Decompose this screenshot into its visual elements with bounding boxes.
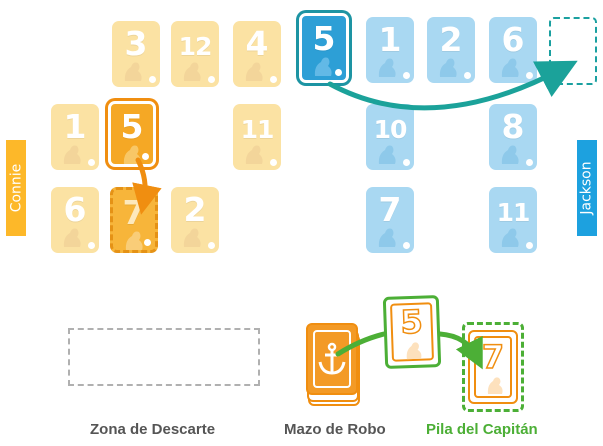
mascot-icon xyxy=(124,62,142,81)
anchor-icon xyxy=(318,342,346,375)
mascot-icon xyxy=(378,58,396,77)
connie-card-11[interactable]: 11 xyxy=(233,104,281,170)
card-dot xyxy=(270,159,277,166)
captain-pile-label: Pila del Capitán xyxy=(426,421,538,438)
mascot-icon xyxy=(406,342,422,360)
player-tab-connie: Connie xyxy=(6,140,26,236)
card-dot xyxy=(526,159,533,166)
mascot-icon xyxy=(314,57,332,76)
mascot-icon xyxy=(125,231,143,250)
mascot-icon xyxy=(501,58,519,77)
jackson-card-6[interactable]: 6 xyxy=(489,17,537,83)
connie-card-3[interactable]: 3 xyxy=(112,21,160,87)
jackson-card-11[interactable]: 11 xyxy=(489,187,537,253)
jackson-card-1[interactable]: 1 xyxy=(366,17,414,83)
jackson-card-10[interactable]: 10 xyxy=(366,104,414,170)
jackson-card-2[interactable]: 2 xyxy=(427,17,475,83)
mascot-icon xyxy=(487,377,503,394)
card-dot xyxy=(88,242,95,249)
drawn-card[interactable]: 5 xyxy=(382,295,442,369)
player-name-connie: Connie xyxy=(8,163,24,213)
mascot-icon xyxy=(123,145,141,164)
captain-pile-card[interactable]: 7 xyxy=(468,330,518,404)
card-dot xyxy=(149,76,156,83)
mascot-icon xyxy=(245,62,263,81)
player-name-jackson: Jackson xyxy=(579,161,595,215)
connie-card-12[interactable]: 12 xyxy=(171,21,219,87)
draw-pile[interactable] xyxy=(306,323,358,395)
mascot-icon xyxy=(183,228,201,247)
jackson-empty-slot[interactable] xyxy=(549,17,597,85)
card-dot xyxy=(335,69,342,76)
mascot-icon xyxy=(63,145,81,164)
card-dot xyxy=(270,76,277,83)
card-dot xyxy=(403,159,410,166)
card-dot xyxy=(208,242,215,249)
connie-card-7-target[interactable]: 7 xyxy=(110,187,158,253)
connie-card-4[interactable]: 4 xyxy=(233,21,281,87)
connie-card-6[interactable]: 6 xyxy=(51,187,99,253)
card-dot xyxy=(88,159,95,166)
discard-zone-label: Zona de Descarte xyxy=(90,421,216,438)
mascot-icon xyxy=(63,228,81,247)
card-dot xyxy=(403,242,410,249)
card-dot xyxy=(464,72,471,79)
connie-card-5-selected[interactable]: 5 xyxy=(108,101,156,167)
player-tab-jackson: Jackson xyxy=(577,140,597,236)
connie-card-1[interactable]: 1 xyxy=(51,104,99,170)
mascot-icon xyxy=(183,62,201,81)
card-dot xyxy=(526,242,533,249)
drawn-card-number: 5 xyxy=(399,302,424,342)
connie-card-2[interactable]: 2 xyxy=(171,187,219,253)
card-dot xyxy=(403,72,410,79)
captain-card-number: 7 xyxy=(481,337,505,377)
card-dot xyxy=(526,72,533,79)
jackson-card-5-selected[interactable]: 5 xyxy=(299,13,349,83)
mascot-icon xyxy=(378,145,396,164)
draw-pile-label: Mazo de Robo xyxy=(284,421,386,438)
mascot-icon xyxy=(501,228,519,247)
card-dot xyxy=(142,153,149,160)
mascot-icon xyxy=(378,228,396,247)
jackson-card-8[interactable]: 8 xyxy=(489,104,537,170)
jackson-card-7[interactable]: 7 xyxy=(366,187,414,253)
card-dot xyxy=(208,76,215,83)
card-dot xyxy=(144,239,151,246)
mascot-icon xyxy=(439,58,457,77)
mascot-icon xyxy=(501,145,519,164)
discard-zone[interactable] xyxy=(68,328,260,386)
mascot-icon xyxy=(245,145,263,164)
